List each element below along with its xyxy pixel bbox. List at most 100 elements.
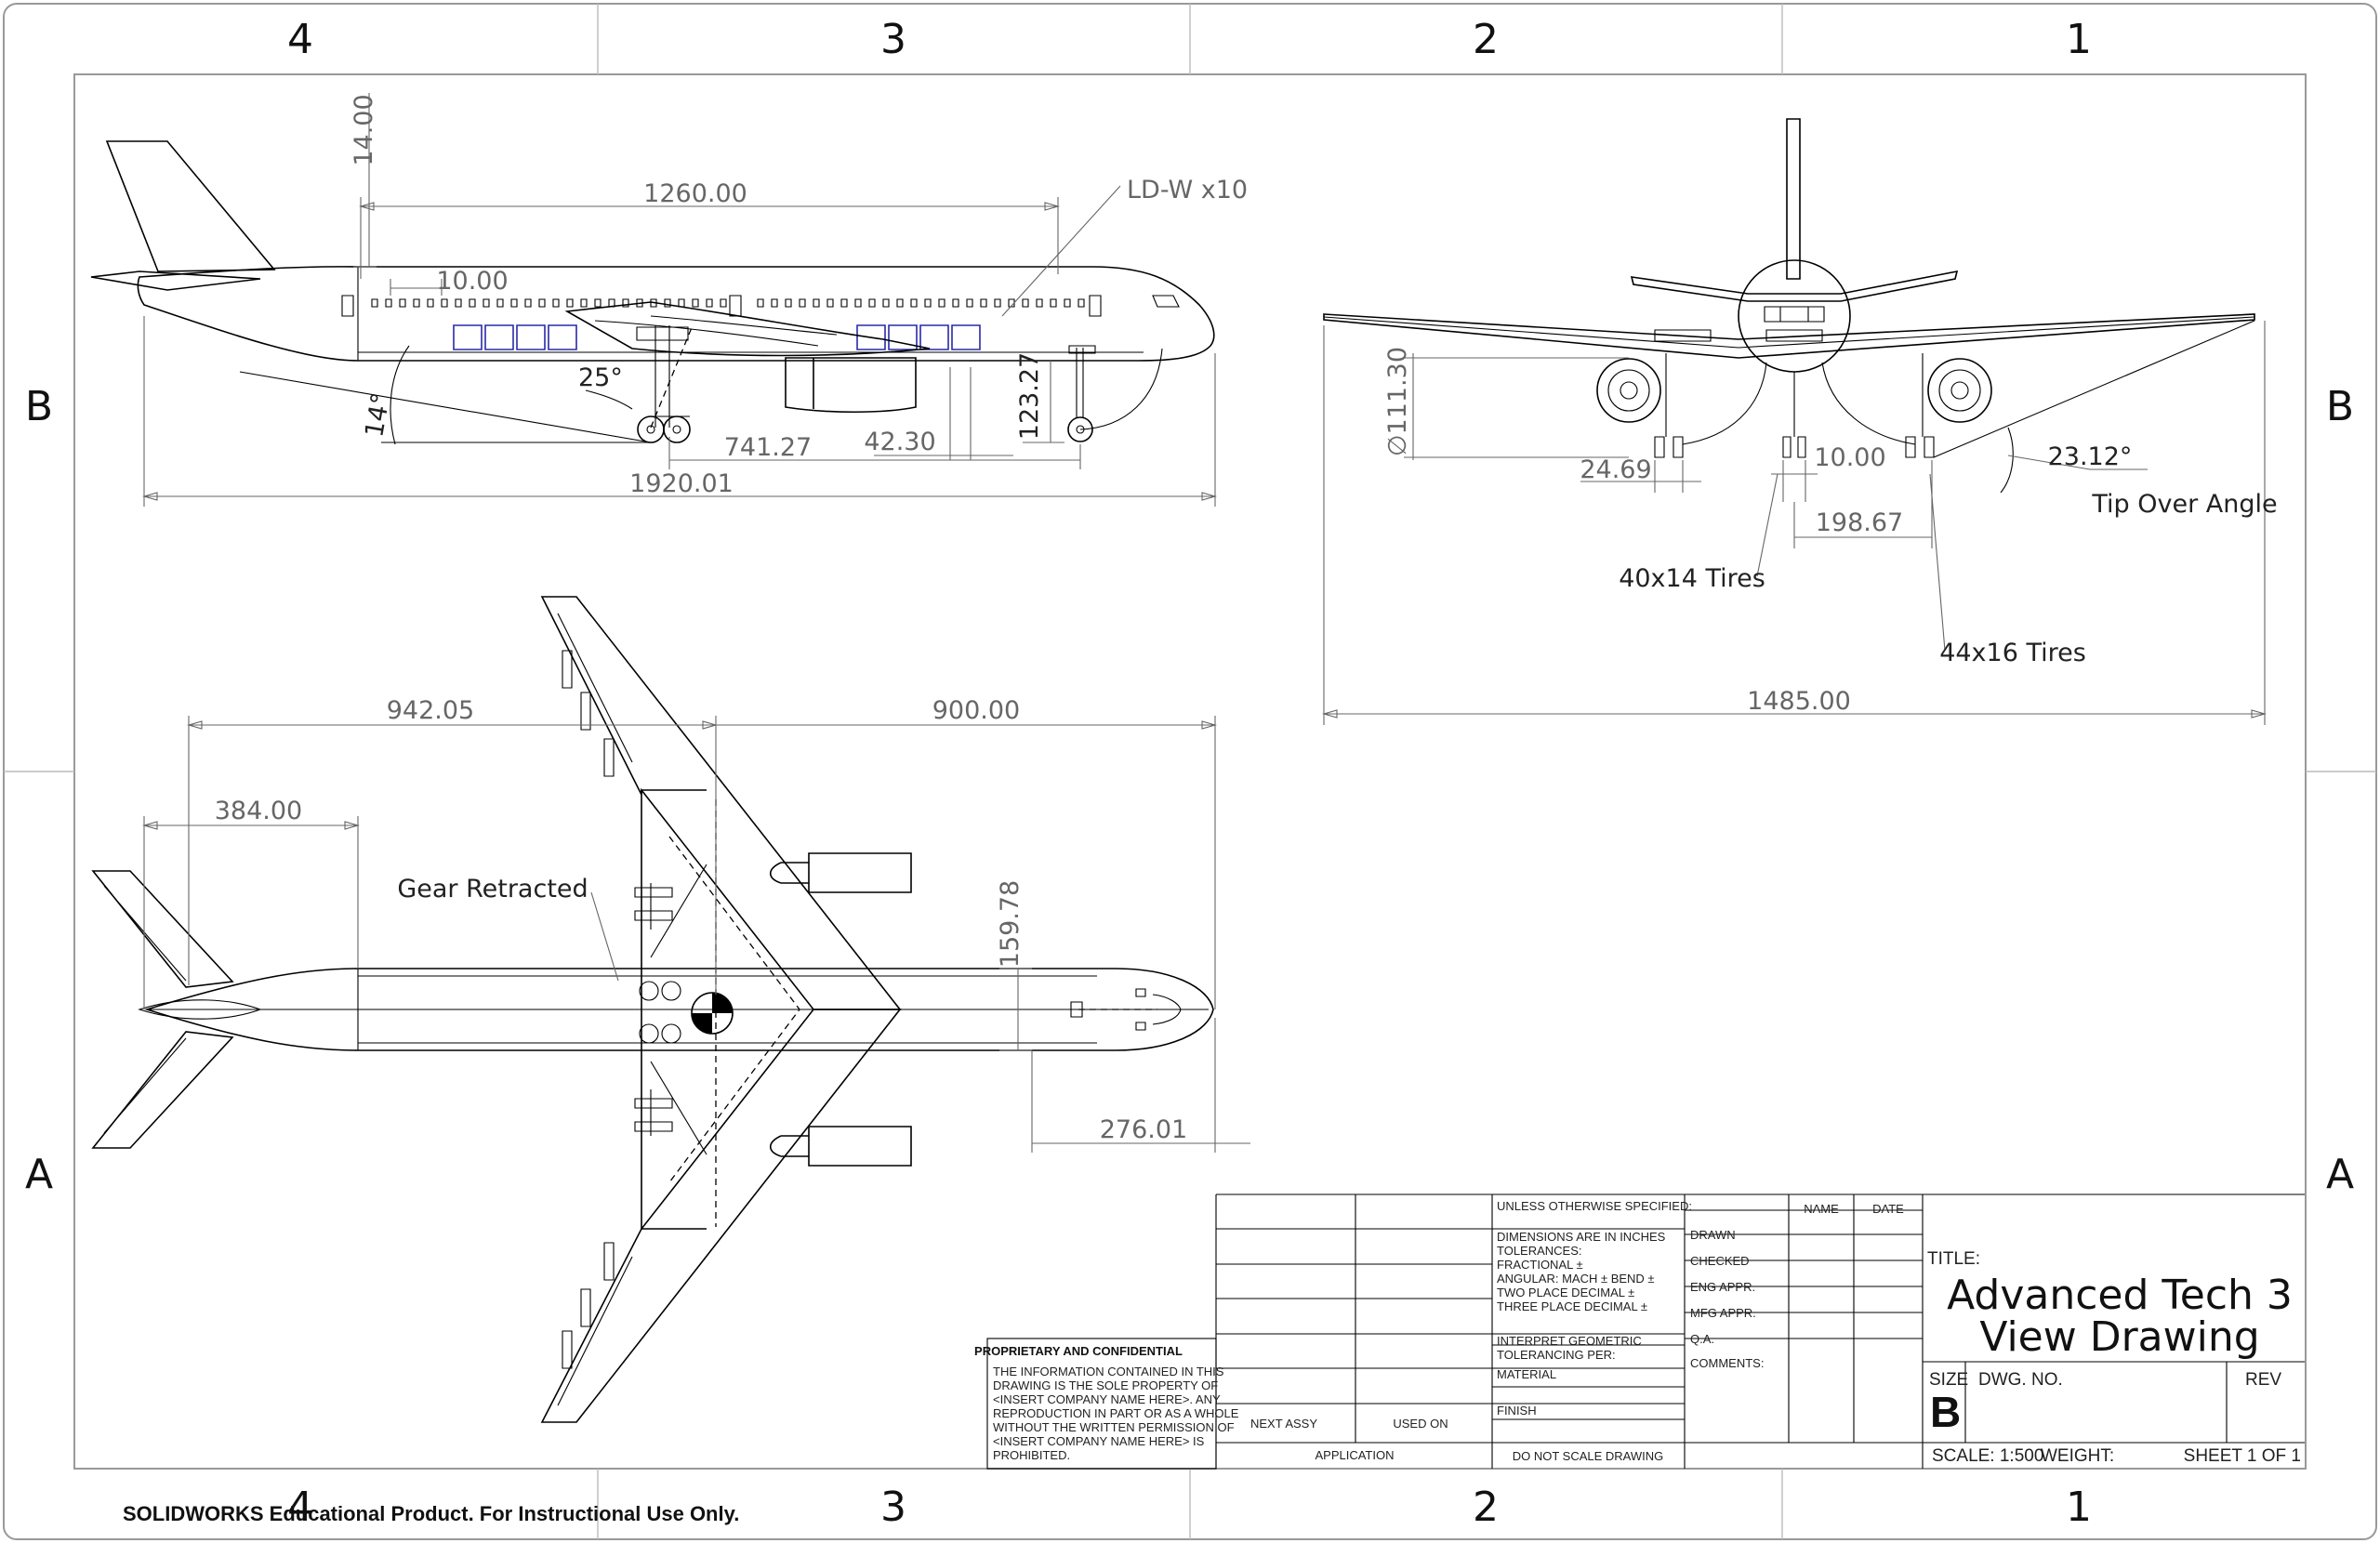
zone-row-b-right: B — [2326, 383, 2354, 430]
front-dim-198 — [1793, 460, 1933, 548]
side-dim-1260 — [358, 197, 1061, 279]
side-dim-14 — [353, 93, 377, 268]
title-block: PROPRIETARY AND CONFIDENTIAL THE INFORMA… — [974, 1194, 2305, 1470]
top-dim-900 — [715, 716, 1218, 1009]
proprietary-line-5: WITHOUT THE WRITTEN PERMISSION OF — [993, 1420, 1235, 1434]
proprietary-line-2: DRAWING IS THE SOLE PROPERTY OF — [993, 1378, 1218, 1392]
zone-row-b-left: B — [25, 383, 53, 430]
drawing-title-line-2: View Drawing — [1979, 1313, 2259, 1361]
proprietary-line-4: REPRODUCTION IN PART OR AS A WHOLE — [993, 1406, 1239, 1420]
front-vertical-tail — [1786, 118, 1801, 280]
side-main-wheel-1-hub — [646, 425, 655, 434]
top-dim-276-text: 276.01 — [1100, 1115, 1187, 1144]
top-dim-384-text: 384.00 — [215, 797, 302, 825]
top-wing-slats — [557, 613, 707, 1406]
side-fuselage — [137, 266, 1215, 362]
side-dim-42-text: 42.30 — [864, 428, 935, 456]
side-dim-14-text: 14.00 — [350, 94, 378, 165]
front-horizontal-tail — [1630, 270, 1959, 302]
role-checked: CHECKED — [1690, 1254, 1750, 1268]
front-leader-40x14 — [1756, 473, 1778, 577]
unless-specified-label: UNLESS OTHERWISE SPECIFIED: — [1497, 1199, 1692, 1213]
front-main-gear-left — [1654, 353, 1684, 458]
sheet-label: SHEET 1 OF 1 — [2184, 1446, 2301, 1466]
side-nose-wheel — [1067, 416, 1093, 442]
top-gear-2 — [661, 981, 681, 1001]
side-dim-25-text: 25° — [578, 363, 623, 392]
side-engine — [785, 357, 917, 414]
proprietary-line-3: <INSERT COMPANY NAME HERE>. ANY — [993, 1392, 1221, 1406]
role-eng-appr: ENG APPR. — [1690, 1280, 1755, 1294]
side-dim-ldw-leader — [1001, 185, 1121, 317]
size-label: SIZE — [1929, 1370, 1968, 1390]
side-view: 1260.00 14.00 10.00 LD-W x10 25° 14° 741… — [90, 93, 1248, 507]
side-dim-1920 — [141, 316, 1218, 507]
side-main-wheel-1 — [637, 415, 665, 443]
role-qa: Q.A. — [1690, 1332, 1714, 1346]
front-tipover-label: Tip Over Angle — [2091, 490, 2277, 519]
top-htail-details — [103, 885, 262, 1134]
side-angle-arc-14 — [390, 345, 410, 445]
zone-col-2-top: 2 — [1473, 16, 1499, 63]
front-main-gear-right — [1905, 353, 1935, 458]
zone-col-3-top: 3 — [880, 16, 906, 63]
zone-col-4-bottom: 4 — [287, 1484, 313, 1531]
zone-row-a-left: A — [25, 1151, 53, 1198]
used-on-label: USED ON — [1393, 1417, 1448, 1431]
front-dim-24-69 — [1580, 460, 1701, 493]
top-gear-leader — [590, 891, 619, 982]
drawing-title-line-1: Advanced Tech 3 — [1947, 1272, 2293, 1319]
proprietary-title: PROPRIETARY AND CONFIDENTIAL — [974, 1344, 1183, 1358]
side-wing-detail — [594, 315, 838, 347]
tolerance-line-1: DIMENSIONS ARE IN INCHES — [1497, 1230, 1666, 1244]
front-dim-10-text: 10.00 — [1814, 443, 1885, 472]
front-nose-gear — [1782, 372, 1806, 458]
tolerance-line-3: FRACTIONAL ± — [1497, 1258, 1583, 1272]
top-wing-lower — [540, 1009, 902, 1423]
name-header: NAME — [1804, 1202, 1839, 1216]
do-not-scale-label: DO NOT SCALE DRAWING — [1513, 1449, 1664, 1463]
front-engine-right-hub — [1950, 381, 1969, 400]
front-cockpit — [1764, 306, 1825, 323]
interpret-line-2: TOLERANCING PER: — [1497, 1348, 1616, 1362]
side-cargo-containers — [453, 324, 981, 350]
top-dim-900-text: 900.00 — [932, 696, 1020, 725]
side-dim-10 — [390, 279, 443, 296]
dwg-no-label: DWG. NO. — [1978, 1370, 2063, 1390]
top-view: 942.05 900.00 384.00 Gear Retracted 159.… — [91, 596, 1250, 1423]
educational-footer: SOLIDWORKS Educational Product. For Inst… — [123, 1502, 739, 1525]
side-tailstrike-line — [239, 371, 652, 443]
proprietary-box — [986, 1338, 1217, 1470]
front-view: ∅111.30 24.69 10.00 23.12° Tip Over Angl… — [1321, 118, 2278, 725]
tolerance-line-6: THREE PLACE DECIMAL ± — [1497, 1299, 1647, 1313]
side-dim-123 — [1023, 361, 1064, 443]
top-gear-retracted-label: Gear Retracted — [397, 875, 588, 903]
front-engine-right — [1927, 358, 1992, 423]
role-comments: COMMENTS: — [1690, 1356, 1764, 1370]
top-cg-marker-fill — [692, 993, 733, 1034]
size-value: B — [1930, 1388, 1961, 1436]
top-engine-upper — [769, 852, 912, 893]
zone-col-2-bottom: 2 — [1473, 1484, 1499, 1531]
tolerance-line-4: ANGULAR: MACH ± BEND ± — [1497, 1272, 1655, 1286]
role-drawn: DRAWN — [1690, 1228, 1736, 1242]
zone-col-4-top: 4 — [287, 16, 313, 63]
top-fuselage — [144, 968, 1214, 1051]
top-wing-upper — [540, 596, 902, 1010]
side-dim-14deg-text: 14° — [360, 390, 396, 440]
front-dim-dia — [1404, 353, 1629, 460]
front-dim-dia-text: ∅111.30 — [1383, 347, 1412, 456]
top-cockpit — [1070, 988, 1182, 1031]
side-cg-line — [650, 324, 694, 429]
top-wing-inboard — [641, 789, 707, 1230]
front-engine-left-hub — [1620, 381, 1638, 400]
proprietary-line-6: <INSERT COMPANY NAME HERE> IS — [993, 1434, 1205, 1448]
front-tipover-angle-arc — [2000, 427, 2014, 494]
front-engine-left — [1596, 358, 1661, 423]
front-wing-detail — [1323, 316, 2255, 349]
front-tires-44x16: 44x16 Tires — [1939, 639, 2086, 667]
top-engine-lower — [769, 1126, 912, 1167]
side-dim-741 — [668, 437, 1081, 469]
front-tipover-line — [1933, 320, 2255, 458]
